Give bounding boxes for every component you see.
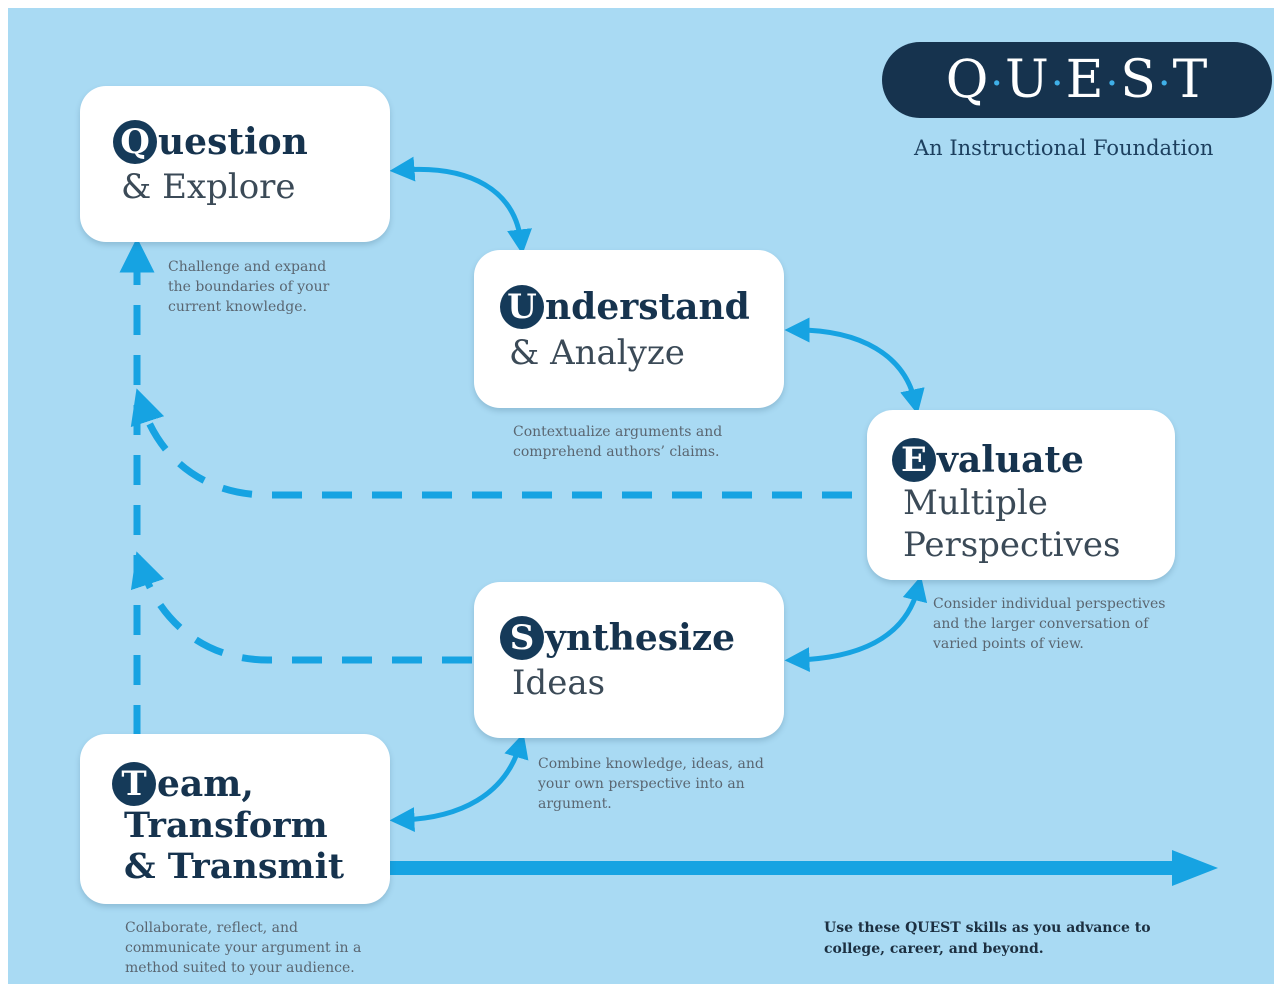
footer-note: Use these QUEST skills as you advance to… — [824, 920, 1151, 957]
logo-tagline: An Instructional Foundation — [914, 136, 1214, 160]
step-heading-text: nderstand — [545, 286, 750, 328]
dashed-path-synthesize-return — [130, 551, 472, 664]
step-description: Collaborate, reflect, and communicate yo… — [125, 920, 362, 976]
logo-letter: T — [1172, 50, 1209, 110]
logo-letter: Q — [945, 50, 990, 110]
step-subheading: Perspectives — [903, 525, 1121, 565]
step-subheading: & Transmit — [124, 846, 345, 887]
step-heading-text: ynthesize — [545, 617, 736, 659]
step-subheading: Transform — [124, 805, 328, 846]
step-description: Combine knowledge, ideas, and your own p… — [538, 756, 764, 812]
logo-letter: U — [1005, 50, 1050, 110]
step-description: Challenge and expand the boundaries of y… — [168, 259, 330, 315]
logo-letter: S — [1120, 50, 1157, 110]
arrow-synthesize-team — [389, 733, 529, 833]
step-initial-badge: S — [500, 616, 544, 660]
step-heading-text: eam, — [157, 763, 254, 805]
logo-badge — [882, 42, 1272, 118]
quest-logo: Q·U·E·S·T — [882, 42, 1274, 118]
step-initial-badge: Q — [113, 120, 157, 164]
logo-letter: E — [1065, 50, 1105, 110]
step-description: Consider individual perspectives and the… — [933, 596, 1166, 652]
step-initial-badge: E — [892, 438, 936, 482]
step-heading-text: uestion — [158, 121, 308, 163]
step-initial-badge: T — [112, 762, 156, 806]
arrow-evaluate-synthesize — [784, 575, 928, 673]
step-subheading: & Analyze — [509, 333, 685, 373]
logo-wordmark: Q·U·E·S·T — [945, 50, 1209, 110]
step-description: Contextualize arguments and comprehend a… — [513, 424, 723, 460]
step-subheading: Ideas — [512, 663, 606, 703]
step-heading-text: valuate — [937, 439, 1084, 481]
step-subheading: & Explore — [121, 167, 296, 207]
step-subheading: Multiple — [903, 483, 1048, 523]
dashed-path-evaluate-return — [130, 388, 852, 499]
arrow-understand-evaluate — [784, 317, 925, 415]
progression-arrowhead — [1172, 850, 1218, 886]
arrow-question-understand — [389, 156, 532, 255]
step-initial-badge: U — [500, 285, 544, 329]
